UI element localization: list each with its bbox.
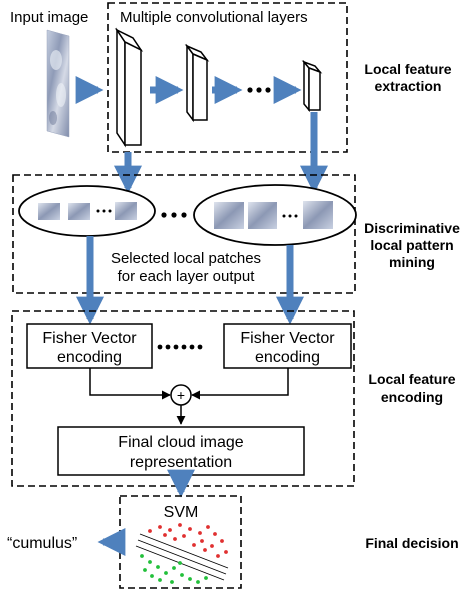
connector-fisher-left-to-sum (89, 368, 171, 400)
input-image (46, 29, 70, 138)
fisher-right-line2: encoding (255, 349, 320, 366)
svm-decision-boundary (135, 533, 229, 581)
conv-ellipsis (247, 87, 271, 93)
mining-ellipsis (161, 212, 187, 218)
patches-right (214, 201, 333, 229)
mining-box (12, 174, 356, 294)
stage-label-extraction-line1: Local feature (364, 61, 451, 77)
fisher-vector-box-right (223, 323, 352, 369)
patches-left (38, 202, 137, 220)
conv-layers-label: Multiple convolutional layers (120, 9, 308, 26)
stage-label-extraction-line2: extraction (375, 78, 442, 94)
conv-layer-1 (114, 27, 144, 148)
stage-label-encoding-line2: encoding (381, 389, 443, 405)
fisher-left-line2: encoding (57, 349, 122, 366)
fisher-left-line1: Fisher Vector (42, 330, 137, 347)
fisher-right-line1: Fisher Vector (240, 330, 335, 347)
final-representation-line2: representation (130, 454, 232, 471)
stage-label-mining-line3: mining (389, 254, 435, 270)
svm-red-points (148, 523, 228, 558)
stage-label-mining-line2: local pattern (370, 237, 453, 253)
input-image-label: Input image (10, 9, 88, 26)
conv-layers-box (107, 2, 348, 153)
patches-caption-line2: for each layer output (118, 268, 256, 285)
svm-green-points (140, 554, 208, 584)
sum-symbol: + (177, 387, 185, 403)
fisher-vector-box-left (26, 323, 153, 369)
stage-label-final-decision: Final decision (365, 535, 458, 551)
conv-layer-n (301, 59, 323, 113)
final-representation-box (57, 426, 305, 476)
svm-label: SVM (164, 504, 199, 521)
conv-layer-2 (184, 43, 210, 123)
connector-fisher-right-to-sum (191, 368, 289, 400)
final-representation-line1: Final cloud image (118, 434, 244, 451)
stage-label-mining-line1: Discriminative (364, 220, 460, 236)
fisher-ellipsis (157, 344, 203, 350)
output-label: “cumulus” (7, 535, 77, 552)
stage-label-encoding-line1: Local feature (368, 371, 455, 387)
patches-caption-line1: Selected local patches (111, 250, 261, 267)
